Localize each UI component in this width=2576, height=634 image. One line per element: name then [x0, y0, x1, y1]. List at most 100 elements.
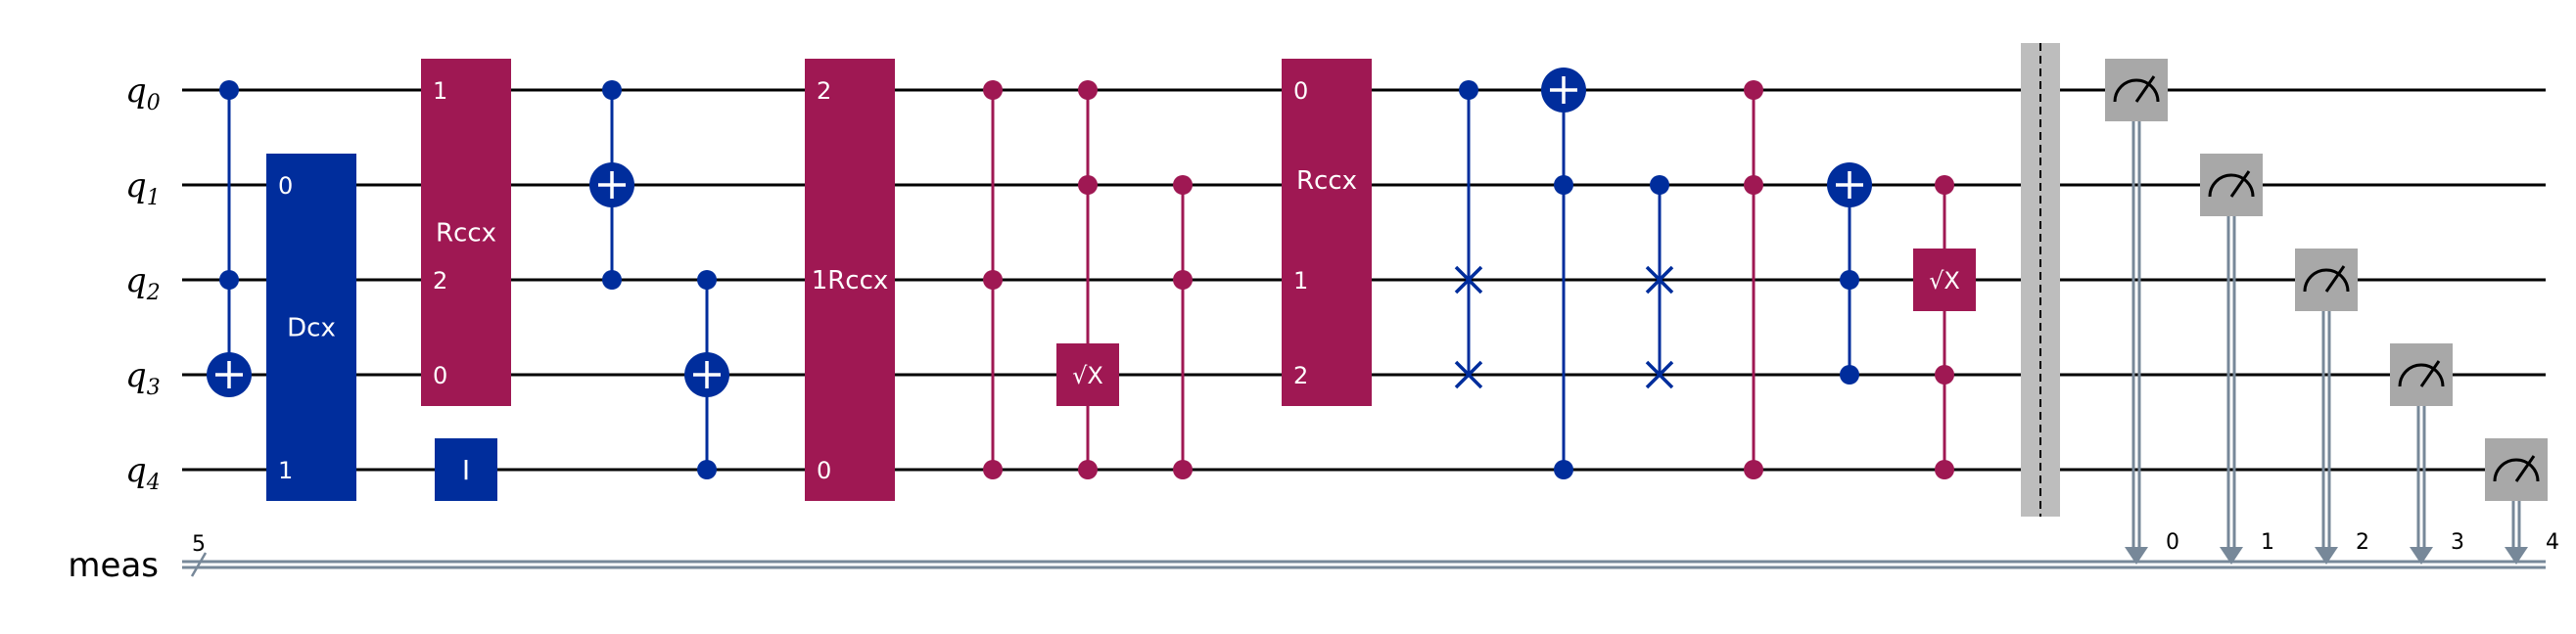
box-qubit-index: 1: [433, 77, 447, 105]
box-qubit-index: 2: [433, 267, 447, 294]
control-dot: [1840, 270, 1859, 290]
control-dot: [1078, 175, 1098, 195]
gate-ctrl-4: [589, 80, 634, 290]
multi-qubit-box: [266, 154, 356, 501]
measure-bit-index: 3: [2451, 530, 2464, 555]
gate-ctrl-15: [1827, 162, 1872, 385]
gate-barrier-17: [2021, 43, 2060, 517]
control-dot: [1173, 460, 1193, 479]
control-dot: [1078, 80, 1098, 100]
qubit-label-4: q4: [125, 451, 161, 495]
control-dot: [602, 270, 622, 290]
measure-arrowhead: [2125, 547, 2148, 565]
control-dot: [1459, 80, 1478, 100]
control-dot: [1078, 460, 1098, 479]
register-size-slash: [190, 552, 208, 577]
measure-box: [2200, 154, 2263, 216]
gate-ctrl-0: [207, 80, 252, 397]
gate-swap-11: [1454, 80, 1483, 389]
meter-arc-icon: [2208, 173, 2255, 198]
single-gate-box: [435, 438, 497, 501]
box-qubit-index: 1: [1293, 267, 1308, 294]
meter-arc-icon: [2303, 268, 2350, 293]
qubit-label-3: q3: [125, 356, 161, 400]
box-label: Dcx: [287, 314, 336, 343]
measure-arrowhead: [2505, 547, 2528, 565]
gate-single-3: I: [435, 438, 497, 501]
swap-cross-b: [1645, 360, 1674, 389]
multi-qubit-box: [421, 59, 511, 406]
measure-bit-index: 2: [2356, 530, 2369, 555]
gate-ctrl-5: [684, 270, 729, 479]
box-label: Rccx: [1296, 166, 1357, 196]
measure-arrowhead: [2315, 547, 2338, 565]
control-dot: [1554, 460, 1573, 479]
sqrt-x-label: √X: [1929, 267, 1960, 294]
measure-arrowhead: [2220, 547, 2243, 565]
control-dot: [697, 270, 717, 290]
control-dot: [1173, 270, 1193, 290]
meter-arc-icon: [2493, 458, 2540, 482]
control-dot: [1935, 365, 1954, 385]
measure-bit-index: 4: [2546, 530, 2559, 555]
register-size-label: 5: [192, 532, 206, 557]
measure-box: [2390, 343, 2453, 406]
control-dot: [1173, 175, 1193, 195]
control-dot: [983, 460, 1003, 479]
box-qubit-index: 2: [1293, 362, 1308, 389]
measure-box: [2295, 249, 2358, 311]
box-label: Rccx: [436, 219, 496, 249]
multi-qubit-box: [1282, 59, 1372, 406]
gate-measure-18: 0: [2105, 59, 2179, 565]
swap-cross-b: [1454, 360, 1483, 389]
control-dot: [1650, 175, 1669, 195]
sqrt-x-box: [1913, 249, 1976, 311]
multi-qubit-box: [805, 59, 895, 501]
control-dot: [219, 270, 239, 290]
swap-cross-b: [1645, 265, 1674, 294]
meter-needle-icon: [2134, 75, 2156, 103]
meter-needle-icon: [2419, 360, 2441, 387]
control-dot: [1744, 460, 1763, 479]
gate-ctrl-12: [1541, 68, 1586, 479]
gate-measure-22: 4: [2485, 438, 2559, 565]
box-qubit-index: 2: [817, 77, 831, 105]
meter-needle-icon: [2229, 170, 2251, 198]
control-dot: [983, 270, 1003, 290]
measure-box: [2485, 438, 2548, 501]
measure-box: [2105, 59, 2168, 121]
meter-needle-icon: [2324, 265, 2346, 293]
swap-cross-b: [1454, 265, 1483, 294]
gate-swap-13: [1645, 175, 1674, 389]
control-dot: [983, 80, 1003, 100]
box-qubit-index: 0: [278, 172, 293, 200]
gate-cz-14: [1744, 80, 1763, 479]
gate-cz-9: [1173, 175, 1193, 479]
meter-arc-icon: [2113, 78, 2160, 103]
gate-measure-19: 1: [2200, 154, 2274, 565]
sqrt-x-label: √X: [1072, 362, 1103, 389]
control-dot: [1840, 365, 1859, 385]
box-qubit-index: 0: [433, 362, 447, 389]
control-dot: [697, 460, 717, 479]
meter-arc-icon: [2398, 363, 2445, 387]
measure-bit-index: 1: [2261, 530, 2274, 555]
control-dot: [219, 80, 239, 100]
gate-csx-8: √X: [1056, 80, 1119, 479]
gate-box-2: 1 2 0 Rccx: [421, 59, 511, 406]
measure-bit-index: 0: [2166, 530, 2179, 555]
meter-needle-icon: [2514, 455, 2536, 482]
measure-arrowhead: [2410, 547, 2433, 565]
qubit-label-1: q1: [125, 166, 161, 210]
gate-measure-21: 3: [2390, 343, 2464, 565]
sqrt-x-box: [1056, 343, 1119, 406]
qubit-label-0: q0: [125, 71, 161, 115]
control-dot: [1935, 175, 1954, 195]
gate-measure-20: 2: [2295, 249, 2369, 565]
